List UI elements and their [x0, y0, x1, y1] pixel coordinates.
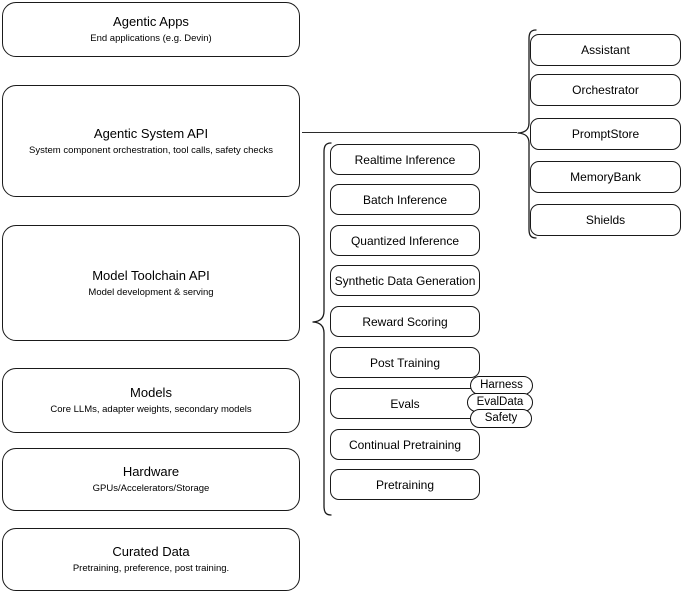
- agentic-label: MemoryBank: [570, 170, 641, 184]
- layer-title: Model Toolchain API: [92, 267, 210, 283]
- brace-toolchain: [312, 142, 332, 516]
- layer-title: Models: [130, 385, 172, 400]
- toolchain-label: Reward Scoring: [362, 314, 448, 329]
- toolchain-label: Pretraining: [375, 477, 435, 492]
- layer-box-agentic-system-api[interactable]: Agentic System API System component orch…: [2, 85, 300, 197]
- toolchain-label: Batch Inference: [362, 192, 448, 207]
- layer-box-agentic-apps[interactable]: Agentic Apps End applications (e.g. Devi…: [2, 2, 300, 57]
- toolchain-box-synthetic-data-generation[interactable]: Synthetic Data Generation: [330, 265, 480, 296]
- layer-box-curated-data[interactable]: Curated Data Pretraining, preference, po…: [2, 528, 300, 591]
- toolchain-label: Continual Pretraining: [348, 437, 462, 452]
- layer-title: Hardware: [122, 464, 180, 479]
- agentic-box-promptstore[interactable]: PromptStore: [530, 118, 681, 150]
- layer-subtitle: Pretraining, preference, post training.: [72, 563, 230, 574]
- layer-box-hardware[interactable]: Hardware GPUs/Accelerators/Storage: [2, 448, 300, 511]
- layer-title: Agentic Apps: [113, 14, 189, 29]
- agentic-box-assistant[interactable]: Assistant: [530, 34, 681, 66]
- toolchain-label: Evals: [390, 396, 420, 411]
- toolchain-label: Quantized Inference: [350, 233, 460, 248]
- agentic-label: Assistant: [581, 43, 630, 57]
- brace-agentic-components: [517, 29, 537, 239]
- layer-subtitle: System component orchestration, tool cal…: [29, 144, 273, 156]
- connector-agentic-system-to-components: [302, 132, 517, 134]
- toolchain-label: Post Training: [369, 355, 441, 370]
- layer-subtitle: Model development & serving: [88, 286, 214, 298]
- toolchain-box-evals[interactable]: Evals: [330, 388, 480, 419]
- toolchain-box-batch-inference[interactable]: Batch Inference: [330, 184, 480, 215]
- agentic-box-memorybank[interactable]: MemoryBank: [530, 161, 681, 193]
- agentic-label: Orchestrator: [572, 83, 639, 97]
- layer-subtitle: End applications (e.g. Devin): [90, 33, 212, 44]
- layer-title: Curated Data: [112, 544, 190, 559]
- layer-subtitle: GPUs/Accelerators/Storage: [92, 483, 210, 494]
- toolchain-box-post-training[interactable]: Post Training: [330, 347, 480, 378]
- toolchain-box-pretraining[interactable]: Pretraining: [330, 469, 480, 500]
- toolchain-label: Synthetic Data Generation: [334, 273, 476, 288]
- toolchain-box-realtime-inference[interactable]: Realtime Inference: [330, 144, 480, 175]
- layer-subtitle: Core LLMs, adapter weights, secondary mo…: [50, 404, 252, 415]
- toolchain-box-quantized-inference[interactable]: Quantized Inference: [330, 225, 480, 256]
- layer-title: Agentic System API: [93, 125, 209, 141]
- agentic-label: Shields: [585, 213, 626, 227]
- evals-badge-safety[interactable]: Safety: [470, 409, 532, 428]
- agentic-box-orchestrator[interactable]: Orchestrator: [530, 74, 681, 106]
- toolchain-box-continual-pretraining[interactable]: Continual Pretraining: [330, 429, 480, 460]
- agentic-box-shields[interactable]: Shields: [530, 204, 681, 236]
- layer-box-model-toolchain-api[interactable]: Model Toolchain API Model development & …: [2, 225, 300, 341]
- layer-box-models[interactable]: Models Core LLMs, adapter weights, secon…: [2, 368, 300, 433]
- toolchain-label: Realtime Inference: [354, 152, 456, 167]
- toolchain-box-reward-scoring[interactable]: Reward Scoring: [330, 306, 480, 337]
- agentic-label: PromptStore: [571, 127, 640, 141]
